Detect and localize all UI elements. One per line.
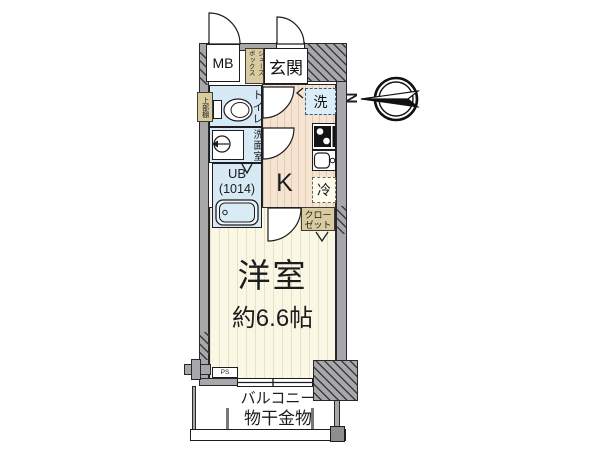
balcony-rail-post-block — [330, 426, 345, 442]
washroom-label: 洗面室 — [251, 129, 262, 162]
compass-icon — [360, 76, 421, 122]
balcony-post-right — [311, 408, 314, 429]
folding-door-mark-closet — [315, 231, 329, 243]
unit-bath-size-label: (1014) — [218, 181, 256, 196]
shoe-box-label-left: ボックス — [247, 50, 255, 76]
balcony-rail — [190, 429, 346, 441]
washing-machine-space: 洗 — [305, 88, 336, 115]
bathtub-icon — [215, 199, 259, 226]
pipe-space-label: PS — [220, 369, 230, 376]
meter-box-room: MB — [206, 44, 240, 82]
closet-label-line1: クロー — [304, 210, 332, 220]
wall-hatch-left-bottom — [200, 332, 209, 360]
balcony-post-left — [226, 408, 229, 429]
compass-needle-bottom — [360, 98, 420, 108]
shoe-box: シューズ ボックス — [245, 48, 264, 84]
door-arc-entrance — [276, 16, 305, 45]
washbasin-icon — [212, 135, 231, 153]
stove-icon — [314, 126, 335, 147]
wall-hatch-left-top — [200, 52, 209, 85]
toilet-label: トイレ — [251, 88, 263, 125]
refrigerator-space: 冷 — [312, 177, 336, 203]
meter-box-label: MB — [212, 55, 234, 71]
compass-needle-top — [360, 90, 421, 100]
door-arc-washroom — [262, 127, 295, 160]
western-room-label: 洋室 — [237, 257, 308, 294]
toilet-icon — [223, 98, 253, 122]
toilet-tank — [213, 100, 222, 119]
wall-hatch-right-closet — [337, 206, 346, 234]
laundry-hardware-label: 物干金物 — [244, 409, 312, 428]
balcony-label: バルコニー — [240, 389, 316, 407]
entry-direction-arrow — [295, 87, 304, 99]
compass-north-label: N — [343, 92, 361, 104]
wall-protrusion-vertical — [191, 359, 201, 380]
door-arc-western-room — [267, 207, 302, 242]
closet-label-line2: ゼット — [304, 220, 332, 231]
pipe-space-box: PS — [212, 367, 238, 378]
door-arc-toilet — [262, 86, 295, 119]
shoe-box-label-right: シューズ — [256, 50, 264, 76]
closet: クロー ゼット — [301, 207, 335, 231]
folding-door-mark-bath — [241, 163, 253, 175]
entrance-room: 玄関 — [264, 48, 308, 84]
wall-block-bottom-right — [313, 360, 358, 401]
upper-shelf-box: 上部棚 — [197, 92, 213, 122]
wall-block-top-right — [303, 43, 347, 82]
door-arc-meter-box — [208, 12, 241, 45]
unit-bath-label-group: UB (1014) — [212, 166, 262, 196]
western-room-size-label: 約6.6帖 — [231, 304, 314, 332]
sink-icon — [313, 152, 336, 169]
upper-shelf-label: 上部棚 — [201, 96, 209, 118]
entrance-label: 玄関 — [269, 58, 303, 78]
kitchen-label: K — [276, 168, 293, 197]
washing-machine-label: 洗 — [313, 93, 328, 110]
refrigerator-label: 冷 — [317, 182, 331, 198]
unit-bath-label: UB — [227, 166, 247, 181]
